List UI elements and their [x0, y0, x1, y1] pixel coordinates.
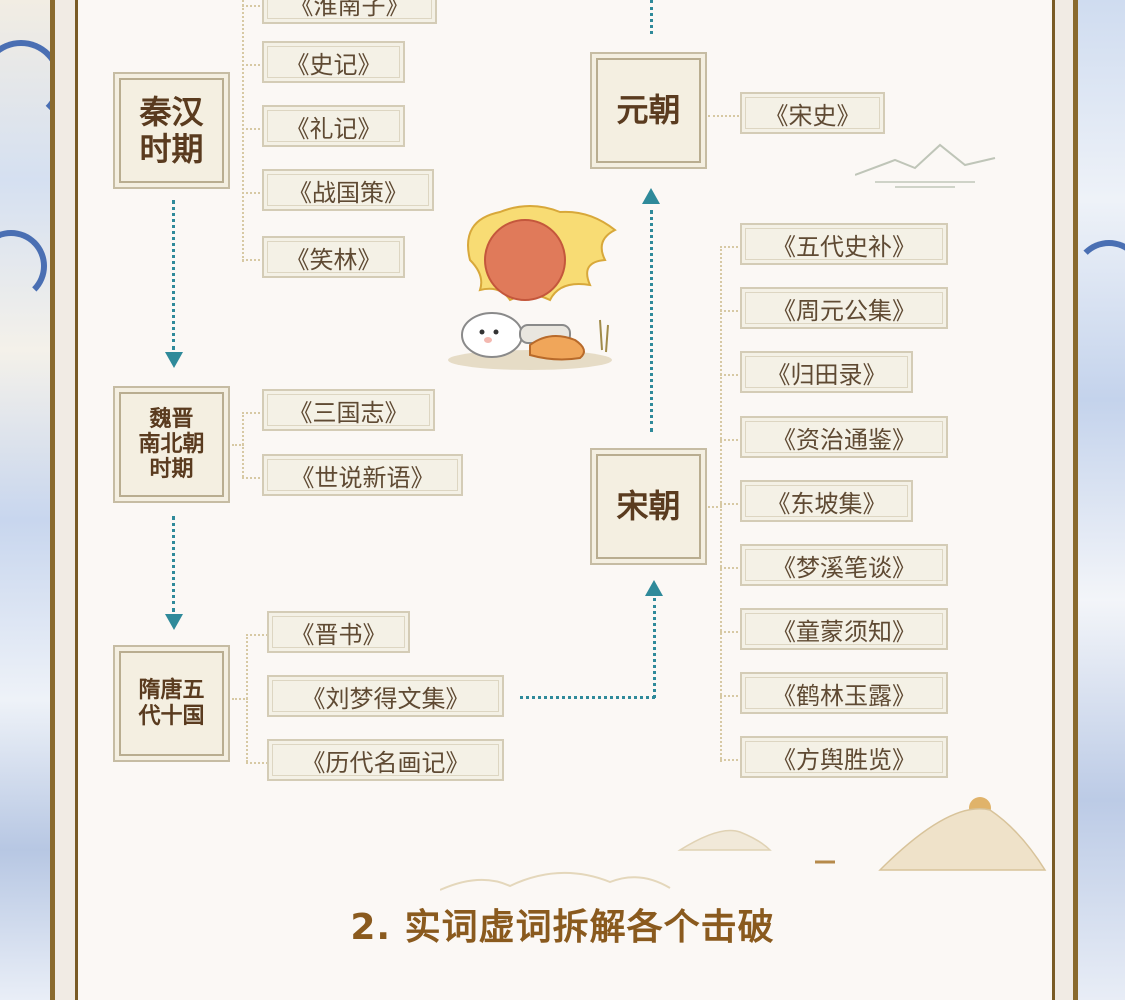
era-suitang: 隋唐五 代十国	[113, 645, 230, 762]
era-label: 元朝	[616, 91, 681, 130]
era-song: 宋朝	[590, 448, 707, 565]
book-item: 《归田录》	[740, 351, 913, 393]
book-item: 《童蒙须知》	[740, 608, 948, 650]
section-title: 2. 实词虚词拆解各个击破	[350, 907, 775, 948]
connector-line	[708, 506, 722, 508]
connector-line	[720, 759, 742, 761]
timeline-arrow-line	[653, 598, 656, 698]
connector-line	[242, 412, 264, 414]
connector-line	[232, 698, 248, 700]
book-item: 《宋史》	[740, 92, 885, 134]
right-background	[1070, 0, 1125, 1000]
era-weijin: 魏晋 南北朝 时期	[113, 386, 230, 503]
book-item: 《周元公集》	[740, 287, 948, 329]
mountain-decoration	[677, 797, 1047, 871]
connector-line	[242, 64, 264, 66]
book-item: 《三国志》	[262, 389, 435, 431]
connector-line	[720, 310, 742, 312]
connector-line	[720, 567, 742, 569]
book-item: 《鹤林玉露》	[740, 672, 948, 714]
book-item: 《刘梦得文集》	[267, 675, 504, 717]
connector-line	[242, 477, 264, 479]
connector-line	[246, 634, 268, 636]
timeline-arrow-line	[650, 0, 653, 34]
connector-line	[720, 695, 742, 697]
connector-line	[720, 503, 742, 505]
book-item: 《世说新语》	[262, 454, 463, 496]
mountain-decoration	[440, 871, 671, 891]
book-item: 《梦溪笔谈》	[740, 544, 948, 586]
book-item: 《史记》	[262, 41, 405, 83]
era-label: 隋唐五 代十国	[138, 677, 205, 729]
timeline-arrow-line	[172, 200, 175, 350]
connector-line	[242, 5, 264, 7]
era-yuan: 元朝	[590, 52, 707, 169]
connector-line	[708, 115, 743, 117]
connector-line	[246, 762, 268, 764]
timeline-arrow-line	[172, 516, 175, 612]
sun-illustration	[448, 205, 617, 370]
era-label: 宋朝	[616, 487, 681, 526]
book-item: 《东坡集》	[740, 480, 913, 522]
decorative-swirl	[0, 230, 47, 302]
era-qinhan: 秦汉 时期	[113, 72, 230, 189]
mountain-decoration	[855, 143, 996, 188]
connector-line	[232, 444, 244, 446]
connector-line	[242, 192, 264, 194]
connector-line	[720, 631, 742, 633]
connector-line	[242, 128, 264, 130]
book-item: 《五代史补》	[740, 223, 948, 265]
era-label: 魏晋 南北朝 时期	[138, 405, 205, 483]
book-item: 《淮南子》	[262, 0, 437, 24]
book-item: 《笑林》	[262, 236, 405, 278]
book-item: 《方舆胜览》	[740, 736, 948, 778]
connector-line	[242, 0, 244, 262]
book-item: 《晋书》	[267, 611, 410, 653]
book-item: 《资治通鉴》	[740, 416, 948, 458]
arrow-down-icon	[165, 614, 183, 630]
book-item: 《战国策》	[262, 169, 434, 211]
timeline-arrow-line	[650, 210, 653, 432]
timeline-arrow-line	[520, 696, 655, 699]
book-item: 《礼记》	[262, 105, 405, 147]
connector-line	[720, 374, 742, 376]
arrow-down-icon	[165, 352, 183, 368]
decorative-swirl	[1073, 240, 1125, 312]
connector-line	[720, 246, 742, 248]
connector-line	[242, 259, 264, 261]
arrow-up-icon	[642, 188, 660, 204]
arrow-up-icon	[645, 580, 663, 596]
book-item: 《历代名画记》	[267, 739, 504, 781]
connector-line	[720, 439, 742, 441]
era-label: 秦汉 时期	[139, 92, 204, 168]
